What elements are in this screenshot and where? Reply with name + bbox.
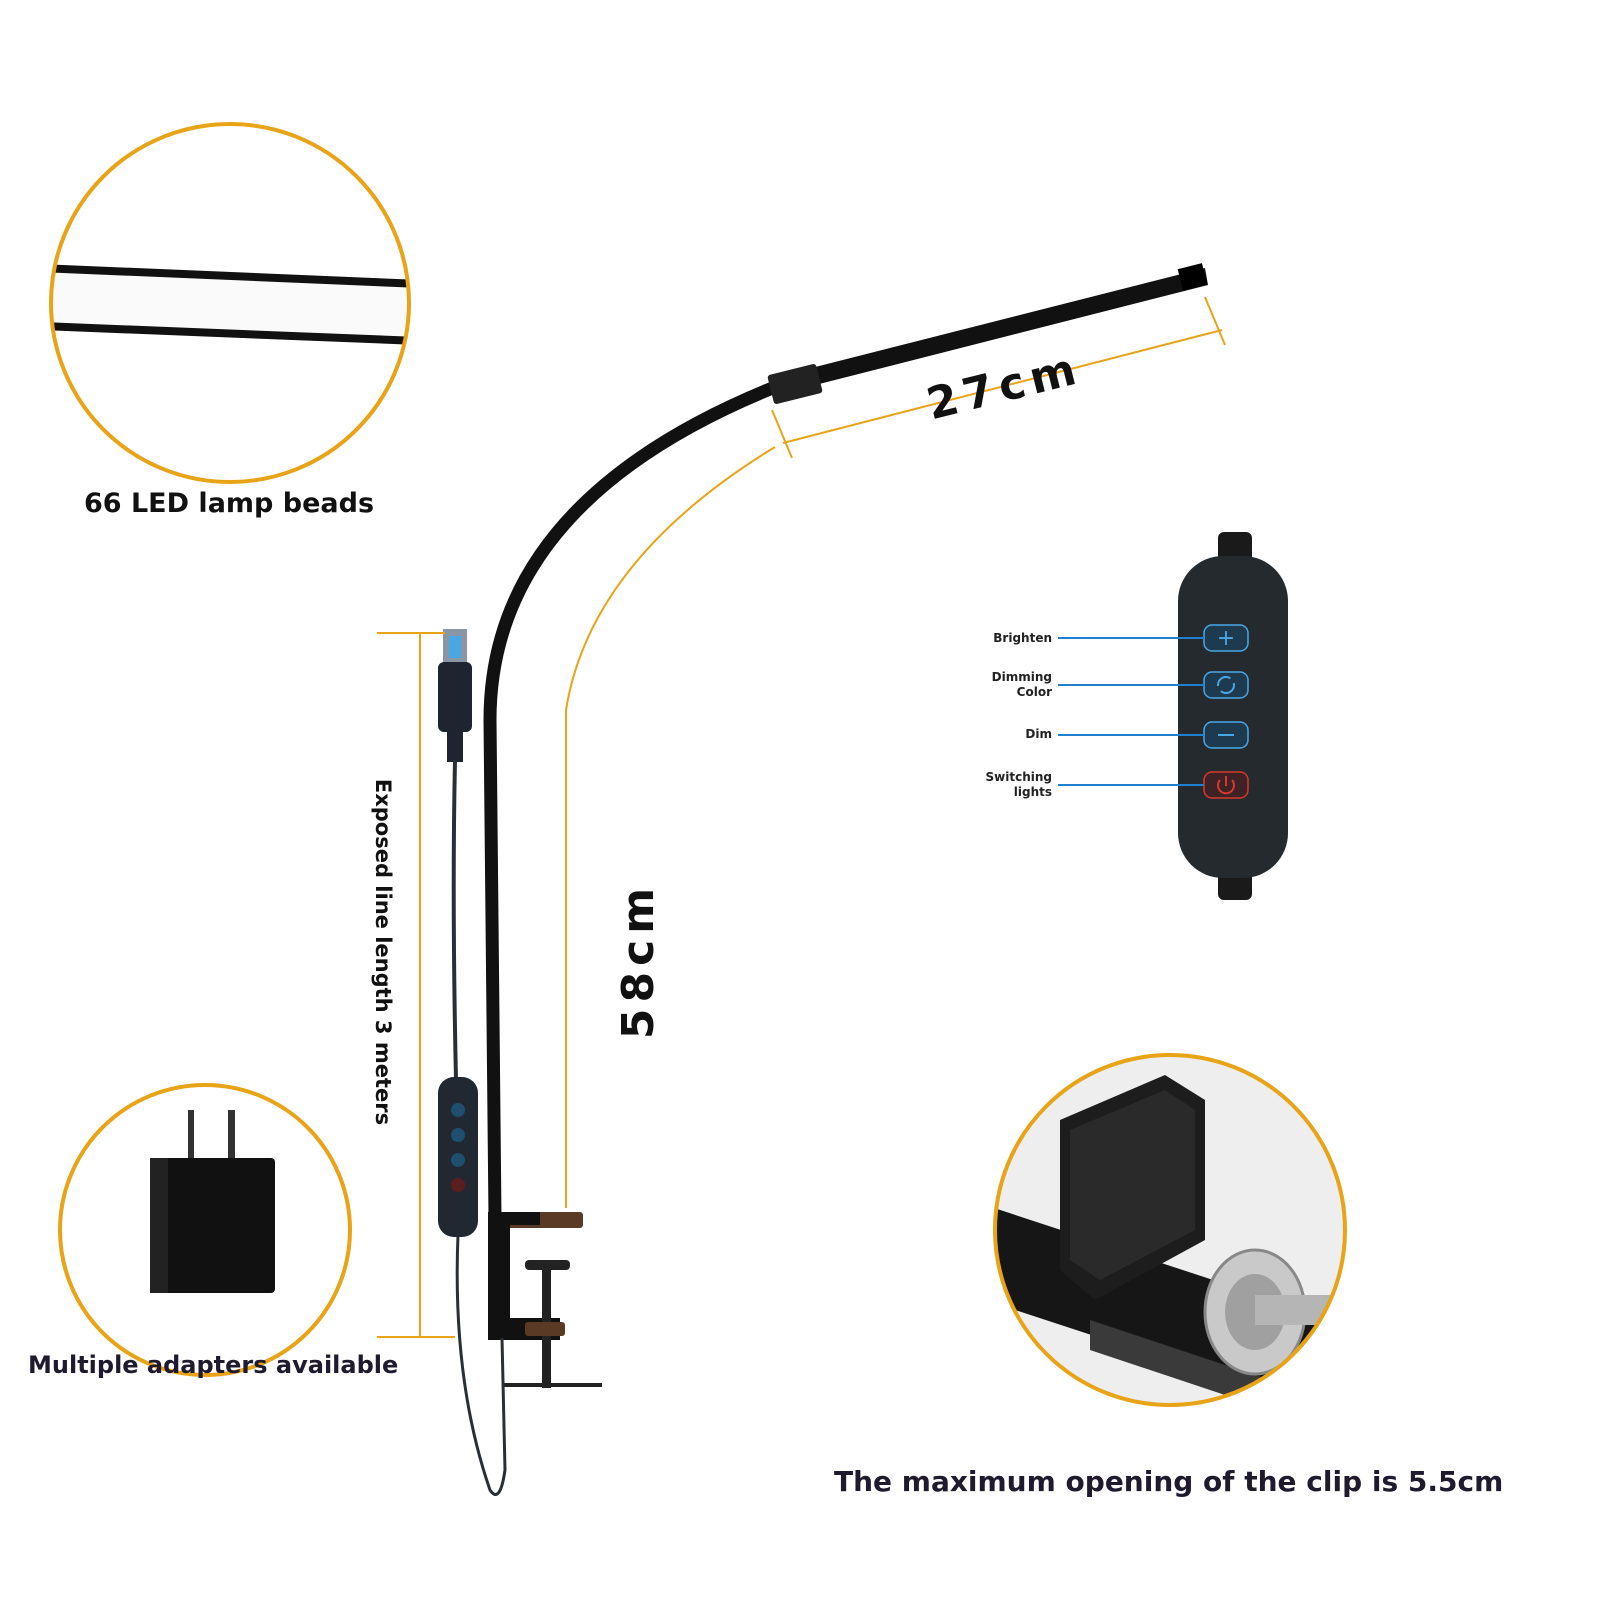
adapter-zoom-circle xyxy=(58,1083,352,1377)
button-label-brighten: Brighten xyxy=(993,631,1052,645)
power-icon xyxy=(1203,771,1249,799)
button-label-dim: Dim xyxy=(1025,727,1052,741)
button-label-dimming-color: Dimming Color xyxy=(991,670,1052,699)
clip-zoom-circle xyxy=(993,1053,1347,1407)
desk-clamp xyxy=(488,1212,602,1388)
clip-opening-label: The maximum opening of the clip is 5.5cm xyxy=(834,1465,1504,1498)
led-beads-zoom-circle xyxy=(49,122,411,484)
cycle-icon xyxy=(1203,671,1249,699)
callout-lines xyxy=(1058,637,1204,786)
lamp-body xyxy=(483,263,1208,1225)
plus-icon: + xyxy=(1203,624,1249,652)
adapters-label: Multiple adapters available xyxy=(28,1351,399,1379)
dimension-lines xyxy=(377,296,1226,1338)
svg-text:+: + xyxy=(1217,626,1235,651)
usb-cable xyxy=(438,629,507,1496)
cable-length-label: Exposed line length 3 meters xyxy=(371,778,396,1126)
button-label-switching-lights: Switching lights xyxy=(985,770,1052,799)
lamp-beads-label: 66 LED lamp beads xyxy=(84,488,375,519)
remote-controller: + xyxy=(1058,532,1288,900)
minus-icon xyxy=(1203,721,1249,749)
neck-length-label: 58cm xyxy=(613,881,665,1040)
